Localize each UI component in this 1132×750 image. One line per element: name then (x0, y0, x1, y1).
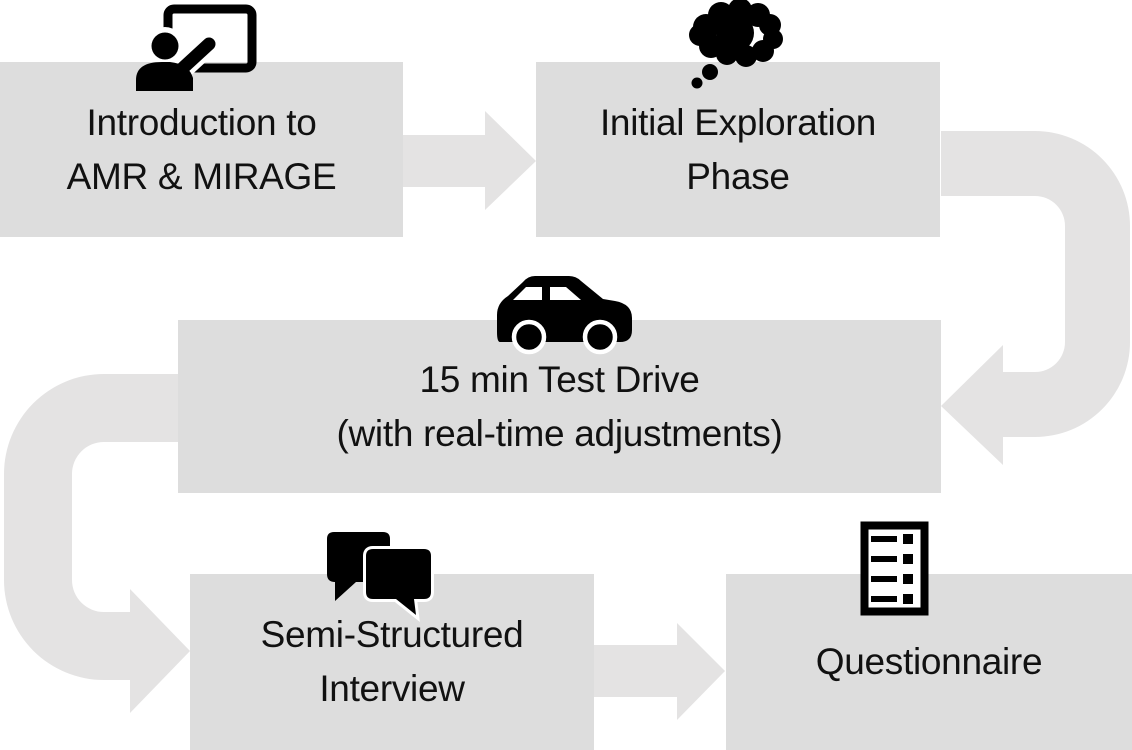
arrow-intro-to-exploration (403, 111, 536, 210)
flow-step-initial-exploration: Initial Exploration Phase (536, 62, 940, 237)
flow-step-test-drive: 15 min Test Drive (with real-time adjust… (178, 320, 941, 493)
flow-step-questionnaire: Questionnaire (726, 574, 1132, 750)
flow-step-initial-exploration-line2: Phase (686, 155, 790, 197)
flow-step-interview: Semi-Structured Interview (190, 574, 594, 750)
flow-step-initial-exploration-line1: Initial Exploration (599, 101, 877, 143)
flow-step-interview-line2: Interview (319, 668, 465, 709)
flow-step-questionnaire-line1: Questionnaire (815, 641, 1043, 682)
flow-step-introduction: Introduction to AMR & MIRAGE (0, 62, 403, 237)
flow-step-introduction-line1: Introduction to (86, 101, 317, 143)
flow-step-interview-line1: Semi-Structured (260, 614, 524, 655)
flow-step-introduction-line2: AMR & MIRAGE (66, 155, 337, 197)
arrow-interview-to-questionnaire (594, 623, 725, 720)
arrow-testdrive-to-interview-uturn-left (4, 374, 190, 713)
flow-step-test-drive-line2: (with real-time adjustments) (336, 412, 783, 454)
arrow-exploration-to-testdrive-uturn-right (941, 131, 1130, 465)
flow-step-test-drive-line1: 15 min Test Drive (419, 358, 700, 400)
